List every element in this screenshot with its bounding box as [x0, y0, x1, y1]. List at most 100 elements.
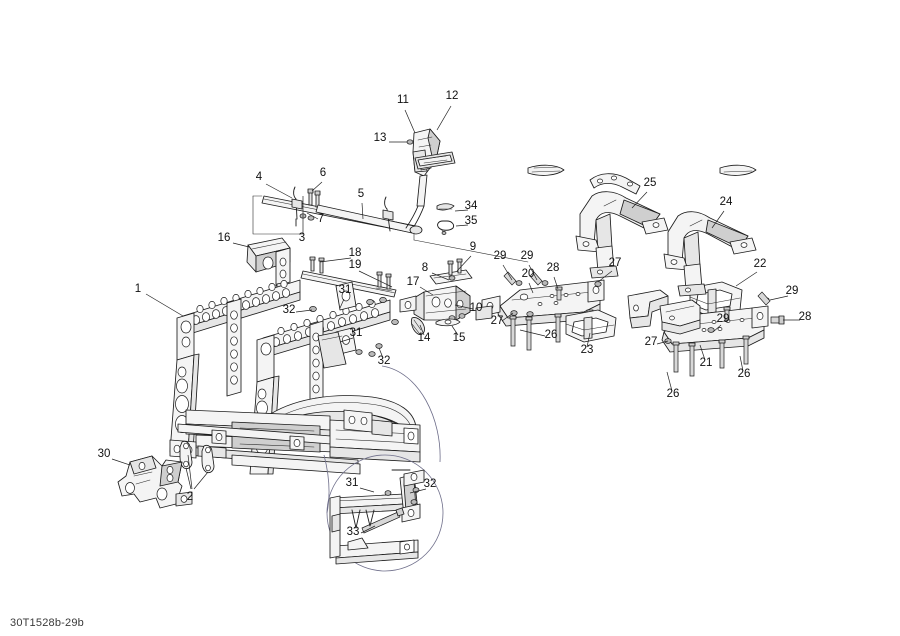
part-small-plate-upper-right [719, 164, 757, 176]
callout-26: 26 [667, 371, 680, 400]
callout-10: 10 [454, 302, 483, 314]
callout-leader-line [404, 109, 416, 134]
callout-label: 32 [283, 304, 296, 316]
callout-leader-line [456, 255, 472, 272]
callout-12: 12 [436, 90, 458, 131]
callout-leader-line [597, 270, 613, 283]
callout-label: 20 [522, 268, 535, 280]
callout-leader-line [711, 210, 725, 229]
callout-27: 27 [491, 312, 514, 327]
callout-label: 14 [418, 332, 431, 344]
part-group-3-crossbar [252, 174, 529, 263]
callout-label: 22 [754, 258, 767, 270]
callout-label: 27 [645, 336, 658, 348]
callout-label: 33 [347, 526, 360, 538]
callout-leader-line [739, 355, 744, 372]
callout-label: 31 [339, 284, 352, 296]
callout-label: 2 [187, 491, 193, 503]
callout-leader-line [359, 487, 375, 493]
callout-18: 18 [319, 247, 361, 263]
callout-label: 16 [218, 232, 231, 244]
callout-label: 19 [349, 259, 362, 271]
callout-label: 24 [720, 196, 733, 208]
callout-leader-line [519, 329, 546, 337]
callout-9: 9 [456, 241, 476, 272]
callout-leader-line [431, 272, 450, 281]
callout-leader-line [712, 324, 722, 333]
callout-32: 32 [409, 478, 436, 494]
callout-label: 10 [470, 302, 483, 314]
callout-label: 15 [453, 332, 466, 344]
detail-inset-view [326, 454, 444, 572]
callout-leader-line [187, 454, 193, 490]
callout-32: 32 [283, 304, 313, 316]
part-group-34-35-clips [436, 203, 455, 235]
callout-27: 27 [645, 336, 669, 348]
part-left-end-bracket-20 [475, 295, 501, 321]
callout-label: 26 [545, 329, 558, 341]
callout-32: 32 [378, 347, 391, 367]
callout-label: 4 [256, 171, 263, 183]
callout-label: 28 [799, 311, 812, 323]
callout-28: 28 [547, 262, 559, 290]
callout-leader-line [295, 309, 313, 313]
callout-label: 13 [374, 132, 387, 144]
callout-26: 26 [519, 329, 558, 341]
callout-21: 21 [700, 344, 713, 369]
callout-label: 29 [494, 250, 507, 262]
callout-label: 27 [609, 257, 622, 269]
callout-label: 30 [98, 448, 111, 460]
callout-label: 23 [581, 344, 594, 356]
callout-5: 5 [358, 188, 364, 220]
callout-4: 4 [256, 171, 293, 199]
callout-label: 29 [521, 250, 534, 262]
callout-leader-line [502, 264, 513, 281]
callout-leader-line [339, 298, 345, 309]
callout-31: 31 [339, 327, 362, 343]
callout-leader-line [436, 105, 452, 131]
part-small-plate-center-right [527, 164, 565, 176]
callout-leader-line [361, 202, 364, 220]
callout-20: 20 [522, 268, 535, 294]
callout-7: 7 [306, 212, 324, 225]
callout-leader-line [419, 286, 434, 296]
callout-2: 2 [187, 454, 193, 503]
callout-leader-line [111, 458, 131, 466]
callout-17: 17 [407, 276, 434, 296]
callout-label: 29 [717, 313, 730, 325]
callout-30: 30 [98, 448, 131, 466]
callout-leader-line [631, 191, 648, 209]
callout-leader-line [378, 347, 384, 359]
callout-leader-line [419, 324, 425, 336]
callout-label: 29 [786, 285, 799, 297]
callout-label: 21 [700, 357, 713, 369]
part-group-mid-right-brackets [627, 289, 701, 335]
callout-label: 26 [667, 388, 680, 400]
callout-leader-line [311, 181, 323, 192]
callout-31: 31 [339, 284, 352, 309]
callout-label: 1 [135, 283, 141, 295]
part-group-17-center [399, 258, 473, 335]
callout-24: 24 [711, 196, 733, 229]
callout-leader-line [501, 312, 514, 322]
callout-23: 23 [581, 332, 594, 356]
part-24-arch-bracket [663, 211, 757, 297]
callout-label: 32 [378, 355, 391, 367]
callout-leader-line [528, 282, 534, 294]
callout-leader-line [454, 209, 469, 212]
callout-15: 15 [451, 325, 466, 344]
callout-label: 5 [358, 188, 364, 200]
callout-8: 8 [422, 262, 450, 281]
callout-label: 7 [318, 213, 324, 225]
callout-26: 26 [738, 355, 750, 380]
callout-leader-line [358, 270, 393, 288]
callout-label: 11 [397, 94, 409, 106]
part-23-channel [565, 309, 617, 343]
callout-label: 34 [465, 200, 478, 212]
callout-6: 6 [311, 167, 326, 192]
callout-leader-line [360, 525, 376, 534]
callout-label: 9 [470, 241, 476, 253]
